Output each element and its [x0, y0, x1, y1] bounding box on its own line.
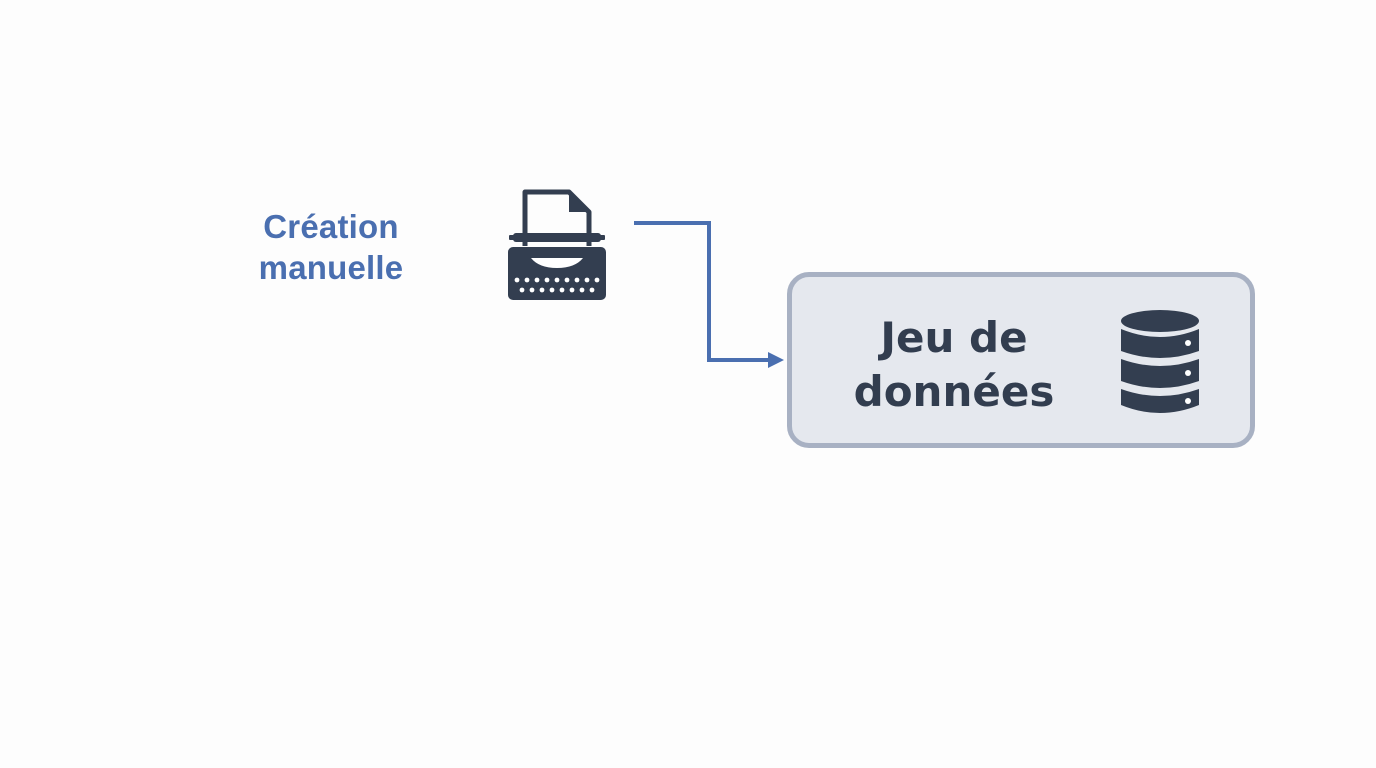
dataset-node: Jeu de données [787, 272, 1255, 448]
source-label-line1: Création [263, 208, 399, 245]
dataset-node-label: Jeu de données [834, 311, 1074, 419]
source-label-line2: manuelle [258, 249, 404, 286]
dataset-label-line1: Jeu de [880, 313, 1028, 362]
dataset-label-line2: données [853, 367, 1055, 416]
connector-line [634, 221, 770, 362]
typewriter-icon [508, 189, 606, 300]
database-icon [1121, 310, 1199, 413]
arrowhead [768, 352, 784, 368]
source-node-label: Création manuelle [221, 206, 441, 288]
